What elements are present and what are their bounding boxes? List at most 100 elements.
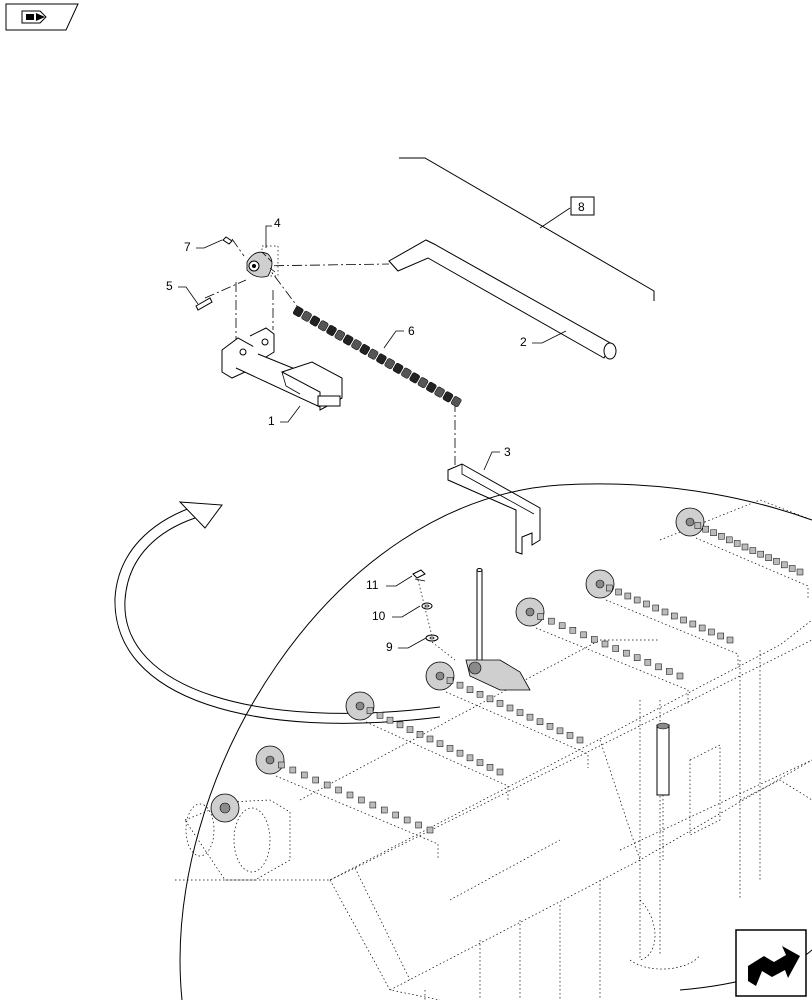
detail-view — [175, 483, 812, 1000]
chain-link — [566, 732, 574, 739]
callout-11[interactable]: 11 — [366, 575, 413, 592]
chain-link — [426, 735, 434, 743]
chain-link — [536, 718, 544, 725]
chain-link — [366, 707, 374, 714]
callout-10[interactable]: 10 — [372, 605, 421, 623]
chain-link — [537, 613, 544, 620]
svg-text:2: 2 — [520, 335, 527, 349]
chain-link — [442, 391, 454, 403]
chain-link — [369, 801, 377, 809]
chain-link — [401, 367, 412, 379]
callout-5[interactable]: 5 — [166, 279, 199, 305]
chain-link — [486, 695, 494, 703]
chain-link — [358, 796, 365, 804]
chain-link — [676, 672, 684, 680]
chain-link — [788, 565, 796, 572]
chain-row — [425, 661, 589, 768]
chain-link — [456, 681, 464, 689]
chain-link — [351, 339, 362, 351]
left-drum — [184, 793, 291, 881]
part-tube — [388, 239, 617, 360]
chain-link — [466, 686, 474, 693]
chain-row — [515, 597, 689, 704]
chain-link — [569, 627, 577, 634]
chain-link — [278, 761, 285, 769]
chain-link — [644, 659, 652, 666]
chain-link — [717, 632, 724, 640]
chain-link — [323, 781, 331, 789]
chain-link — [335, 786, 342, 794]
chain-row — [675, 507, 809, 600]
chain-link — [417, 377, 429, 389]
chain-link — [367, 348, 379, 360]
callout-7[interactable]: 7 — [184, 239, 223, 254]
next-page-arrow-icon[interactable] — [735, 929, 807, 997]
chain-link — [671, 612, 678, 620]
chain-link — [548, 617, 555, 625]
chain-link — [384, 358, 395, 370]
row-beam — [445, 691, 589, 768]
header-frame — [175, 499, 812, 1000]
sprocket-hub — [265, 755, 275, 765]
chain-link — [436, 740, 444, 747]
rotation-arrow — [114, 501, 441, 724]
svg-text:9: 9 — [386, 640, 393, 654]
callout-6[interactable]: 6 — [383, 324, 415, 349]
chain-row — [345, 691, 509, 800]
chain-link — [796, 568, 804, 576]
chain-link — [386, 716, 394, 724]
chain-link — [643, 600, 650, 608]
callout-1[interactable]: 1 — [268, 405, 301, 428]
svg-text:11: 11 — [366, 578, 379, 592]
chain-link — [446, 677, 454, 684]
part-bracket — [221, 327, 343, 411]
chain-link — [773, 558, 780, 565]
chain-link — [612, 645, 619, 652]
assembly-lines — [204, 238, 456, 465]
chain-link — [694, 522, 702, 529]
row-beam — [695, 537, 809, 600]
svg-text:3: 3 — [504, 445, 511, 459]
sprocket-hub — [685, 517, 695, 527]
callout-9[interactable]: 9 — [386, 637, 427, 654]
chain-link — [486, 764, 494, 771]
part-guide — [447, 463, 541, 555]
svg-text:8: 8 — [578, 200, 585, 214]
part-washer-11 — [412, 569, 426, 582]
chain-link — [359, 344, 371, 355]
cylinder — [656, 722, 670, 860]
chain-link — [591, 636, 598, 643]
chain-link — [309, 315, 321, 327]
chain-link — [781, 561, 788, 569]
chain-link — [376, 353, 387, 365]
callout-4[interactable]: 4 — [265, 216, 281, 248]
chain-link — [633, 654, 641, 661]
chain-link — [558, 622, 566, 629]
chain-link — [623, 649, 630, 657]
callout-3[interactable]: 3 — [483, 445, 511, 471]
chain-link — [556, 727, 564, 735]
chain-link — [606, 584, 613, 592]
sprocket-hub — [525, 607, 535, 617]
chain-link — [301, 771, 308, 779]
chain-link — [655, 663, 662, 671]
book-arrow-icon[interactable] — [5, 3, 79, 31]
chain-link — [381, 806, 388, 814]
svg-text:6: 6 — [408, 324, 415, 338]
chain-link — [293, 306, 304, 317]
svg-text:1: 1 — [268, 414, 275, 428]
chain-link — [749, 547, 757, 554]
part-pin-7 — [222, 236, 233, 245]
chain-link — [765, 554, 772, 561]
chain-link — [406, 726, 414, 733]
callout-8[interactable]: 8 — [570, 196, 595, 216]
chain-link — [434, 386, 445, 398]
sprocket-hub — [355, 701, 365, 711]
chain-link — [456, 749, 464, 757]
chain-link — [580, 631, 587, 639]
chain-link — [526, 713, 534, 721]
chain-link — [708, 628, 715, 636]
chain-link — [426, 826, 434, 834]
callout-2[interactable]: 2 — [520, 330, 567, 349]
